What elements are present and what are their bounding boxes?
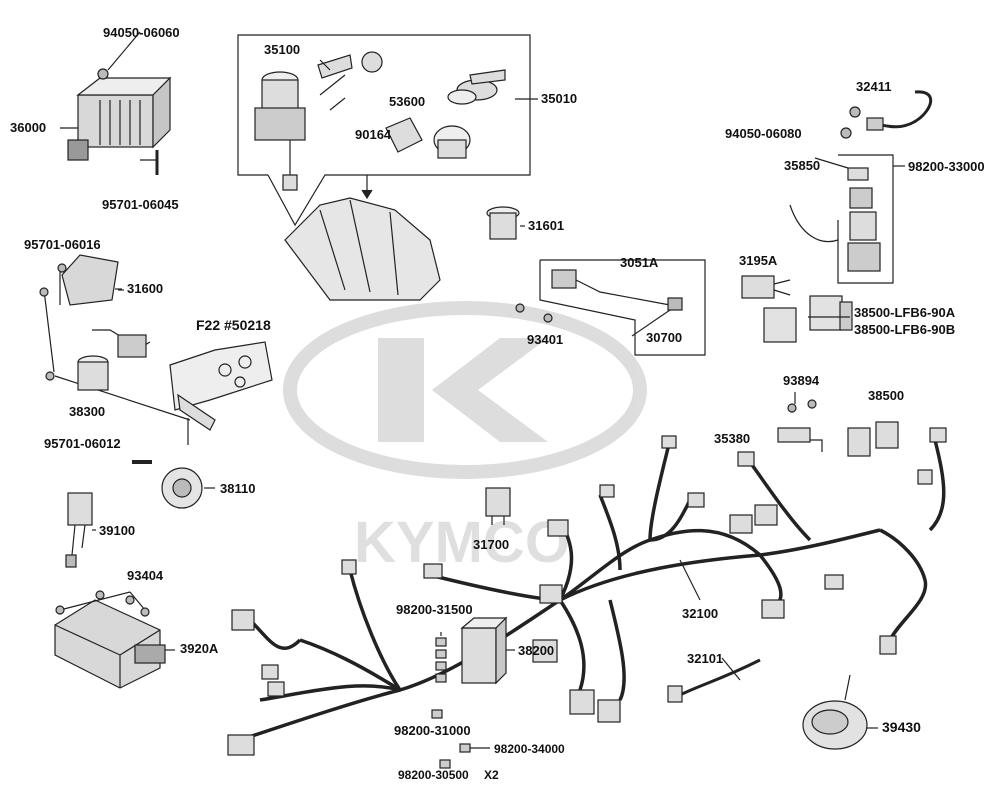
key-icon	[317, 51, 383, 96]
part-label-35380: 35380	[714, 431, 751, 446]
relay-38500-icon	[847, 421, 899, 457]
sensor-3195a-icon	[741, 275, 791, 299]
part-label-3195a: 3195A	[739, 253, 778, 268]
part-label-35100: 35100	[264, 42, 301, 57]
part-label-39100: 39100	[99, 523, 136, 538]
part-label-93404: 93404	[127, 568, 164, 583]
bracket-icon	[169, 341, 273, 431]
starter-relay-group-outline	[837, 154, 894, 284]
fuse-box-icon	[460, 616, 508, 685]
sensor-39100-icon	[65, 492, 93, 568]
relay-pair-icon	[763, 295, 853, 343]
part-label-95701-06045: 95701-06045	[102, 197, 179, 212]
speaker-unit-icon	[802, 674, 868, 750]
rectifier-icon	[61, 254, 151, 358]
o2-sensor-icon	[551, 269, 683, 311]
part-label-98200-31000: 98200-31000	[394, 723, 471, 738]
fuse-34000-icon	[459, 743, 471, 753]
fuse-30500-icon	[439, 759, 451, 769]
part-label-31600: 31600	[127, 281, 164, 296]
part-label-38110: 38110	[220, 481, 256, 496]
part-label-31601: 31601	[528, 218, 565, 233]
part-label-95701-06016: 95701-06016	[24, 237, 101, 252]
part-label-3920a: 3920A	[180, 641, 219, 656]
part-label-36000: 36000	[10, 120, 47, 135]
part-label-98200-30500: 98200-30500	[398, 768, 469, 782]
part-label-39430: 39430	[882, 719, 921, 735]
part-label-38200: 38200	[518, 643, 555, 658]
part-label-x2: X2	[484, 768, 499, 782]
sensor-group-outline	[539, 259, 706, 356]
part-label-93401: 93401	[527, 332, 564, 347]
fuse-set-icon	[435, 637, 447, 683]
seat-lock-icon	[447, 69, 506, 105]
fuse-31000-icon	[431, 709, 443, 719]
part-label-90164: 90164	[355, 127, 392, 142]
part-label-32100: 32100	[682, 606, 719, 621]
kymco-watermark-logo	[283, 301, 647, 479]
ignition-group-outline	[237, 34, 531, 227]
part-label-38500-lfb6-90a: 38500-LFB6-90A	[854, 305, 956, 320]
tilt-switch-icon	[777, 427, 823, 452]
part-label-38300: 38300	[69, 404, 106, 419]
part-label-31700: 31700	[473, 537, 510, 552]
part-label-94050-06060: 94050-06060	[103, 25, 180, 40]
part-label-38500: 38500	[868, 388, 905, 403]
part-label-98200-33000: 98200-33000	[908, 159, 985, 174]
part-label-35850: 35850	[784, 158, 821, 173]
part-label-35010: 35010	[541, 91, 578, 106]
part-label-95701-06012: 95701-06012	[44, 436, 121, 451]
lock-cover-icon	[385, 117, 471, 159]
fuse-relay-assembly-icon	[847, 167, 881, 272]
part-label-3051a: 3051A	[620, 255, 659, 270]
ignition-switch-icon	[254, 71, 306, 191]
part-label-32101: 32101	[687, 651, 724, 666]
part-label-98200-31500: 98200-31500	[396, 602, 473, 617]
part-label-94050-06080: 94050-06080	[725, 126, 802, 141]
horn-icon	[161, 467, 203, 509]
part-label-53600: 53600	[389, 94, 426, 109]
part-label-30700: 30700	[646, 330, 683, 345]
part-label-38500-lfb6-90b: 38500-LFB6-90B	[854, 322, 956, 337]
part-label-32411: 32411	[856, 79, 892, 94]
part-label-f22-50218: F22 #50218	[196, 317, 271, 333]
part-label-93894: 93894	[783, 373, 820, 388]
starter-relay-icon	[77, 355, 109, 391]
part-label-98200-34000: 98200-34000	[494, 742, 565, 756]
power-socket-icon	[486, 206, 520, 240]
regulator-icon	[67, 76, 172, 161]
front-cover-icon	[284, 197, 441, 301]
relay-31700-icon	[485, 487, 511, 525]
ecu-icon	[54, 599, 166, 689]
sub-harness-icon	[667, 658, 761, 703]
kymco-watermark-text: KYMCO	[354, 510, 570, 575]
battery-cable-icon	[866, 90, 933, 131]
